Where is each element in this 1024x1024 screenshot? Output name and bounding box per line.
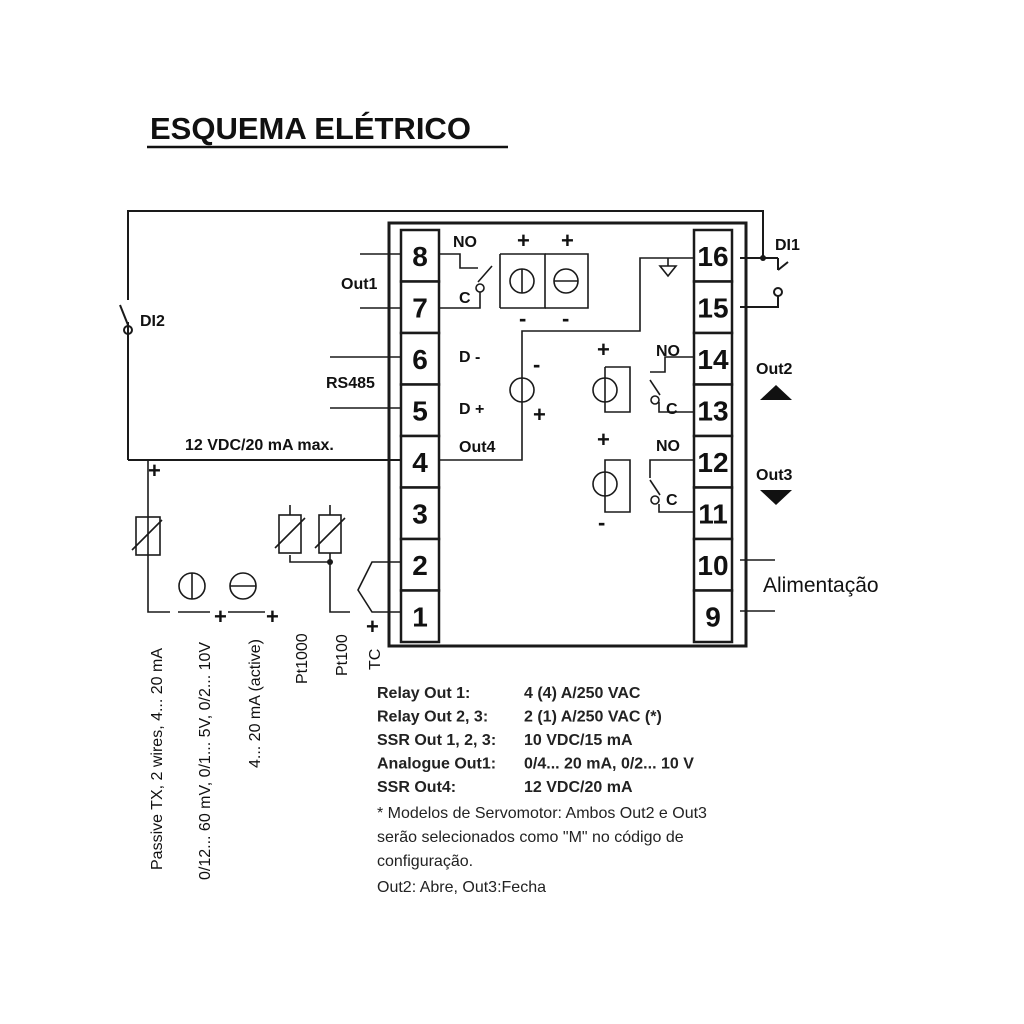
note-line-4: Out2: Abre, Out3:Fecha <box>377 879 546 896</box>
terminal-box <box>692 383 734 438</box>
terminal-number: 9 <box>705 601 721 632</box>
out2-wiring <box>592 356 695 413</box>
terminal-number: 16 <box>697 241 728 272</box>
spec-name: Relay Out 2, 3: <box>377 709 488 726</box>
pt1000-label: Pt1000 <box>294 633 311 684</box>
note-line-1: * Modelos de Servomotor: Ambos Out2 e Ou… <box>377 805 707 822</box>
input-wiring <box>131 460 400 613</box>
left-terminal-strip: 8 7 6 5 4 3 2 1 <box>399 228 441 644</box>
spec-name: SSR Out 1, 2, 3: <box>377 732 496 749</box>
pt100-label: Pt100 <box>334 634 351 676</box>
out2-up-arrow-icon <box>760 385 792 400</box>
terminal-number: 13 <box>697 395 728 426</box>
terminal-box <box>399 537 441 592</box>
terminal-number: 2 <box>412 550 428 581</box>
out3-down-arrow-icon <box>760 490 792 505</box>
terminal-number: 8 <box>412 241 428 272</box>
out3-wiring <box>592 459 695 513</box>
plus-sign: + <box>517 228 530 253</box>
di2-switch <box>119 300 133 335</box>
out2-label: Out2 <box>756 361 793 378</box>
terminal-box <box>399 589 441 644</box>
terminal-box <box>692 280 734 335</box>
terminal-box <box>692 537 734 592</box>
plus-sign: + <box>148 458 161 483</box>
no-12-label: NO <box>656 438 680 455</box>
plus-sign: + <box>266 604 279 629</box>
plus-sign: + <box>597 427 610 452</box>
d-minus-label: D - <box>459 349 480 366</box>
spec-name: Relay Out 1: <box>377 685 470 702</box>
page-title: ESQUEMA ELÉTRICO <box>150 111 471 146</box>
terminal-number: 6 <box>412 344 428 375</box>
plus-sign: + <box>214 604 227 629</box>
c-top-label: C <box>459 290 471 307</box>
c-13-label: C <box>666 401 678 418</box>
out4-label: Out4 <box>459 439 496 456</box>
terminal-box <box>692 434 734 489</box>
spec-value: 12 VDC/20 mA <box>524 779 633 796</box>
terminal-number: 12 <box>697 447 728 478</box>
spec-value: 2 (1) A/250 VAC (*) <box>524 709 662 726</box>
voltage-input-label: 0/12... 60 mV, 0/1... 5V, 0/2... 10V <box>197 642 214 880</box>
d-plus-label: D + <box>459 401 484 418</box>
out4-wiring <box>440 257 695 461</box>
minus-sign: - <box>598 510 605 535</box>
note-line-3: configuração. <box>377 853 473 870</box>
minus-sign: - <box>533 352 540 377</box>
c-11-label: C <box>666 492 678 509</box>
terminal-box <box>399 280 441 335</box>
terminal-number: 4 <box>412 447 428 478</box>
terminal-number: 5 <box>412 395 428 426</box>
spec-value: 4 (4) A/250 VAC <box>524 685 641 702</box>
spec-value: 10 VDC/15 mA <box>524 732 633 749</box>
terminal-box <box>399 486 441 541</box>
terminal-box <box>692 486 734 541</box>
di2-label: DI2 <box>140 313 165 330</box>
di-loop-wiring <box>127 210 789 461</box>
terminal-number: 3 <box>412 498 428 529</box>
plus-sign: + <box>366 614 379 639</box>
spec-name: SSR Out4: <box>377 779 456 796</box>
terminal-box <box>399 434 441 489</box>
right-terminal-strip: 16 15 14 13 12 11 10 9 <box>692 228 734 644</box>
spec-name: Analogue Out1: <box>377 756 496 773</box>
no-14-label: NO <box>656 343 680 360</box>
tc-label: TC <box>367 649 384 670</box>
current-active-label: 4... 20 mA (active) <box>247 639 264 768</box>
out1-wiring <box>360 253 589 309</box>
device-body <box>387 221 748 648</box>
out1-label: Out1 <box>341 276 378 293</box>
terminal-number: 11 <box>698 498 728 529</box>
alimentacao-label: Alimentação <box>763 574 879 597</box>
plus-sign: + <box>533 402 546 427</box>
terminal-box <box>692 228 734 283</box>
rs485-wiring <box>330 356 400 409</box>
plus-sign: + <box>561 228 574 253</box>
minus-sign: - <box>562 306 569 331</box>
terminal-number: 15 <box>697 292 728 323</box>
terminal-number: 14 <box>697 344 729 375</box>
out3-label: Out3 <box>756 467 793 484</box>
terminal-box <box>692 589 734 644</box>
terminal-number: 1 <box>412 601 428 632</box>
terminal-number: 7 <box>412 292 428 323</box>
plus-sign: + <box>597 337 610 362</box>
rs485-label: RS485 <box>326 375 375 392</box>
terminal-number: 10 <box>697 550 728 581</box>
spec-value: 0/4... 20 mA, 0/2... 10 V <box>524 756 694 773</box>
terminal-box <box>692 331 734 386</box>
passive-tx-label: Passive TX, 2 wires, 4... 20 mA <box>149 648 166 870</box>
power-wiring <box>740 559 775 612</box>
minus-sign: - <box>519 306 526 331</box>
supply-label: 12 VDC/20 mA max. <box>185 437 334 454</box>
note-line-2: serão selecionados como "M" no código de <box>377 829 684 846</box>
di1-label: DI1 <box>775 237 800 254</box>
no-top-label: NO <box>453 234 477 251</box>
specs-table: Relay Out 1: 4 (4) A/250 VAC Relay Out 2, … <box>377 685 694 796</box>
